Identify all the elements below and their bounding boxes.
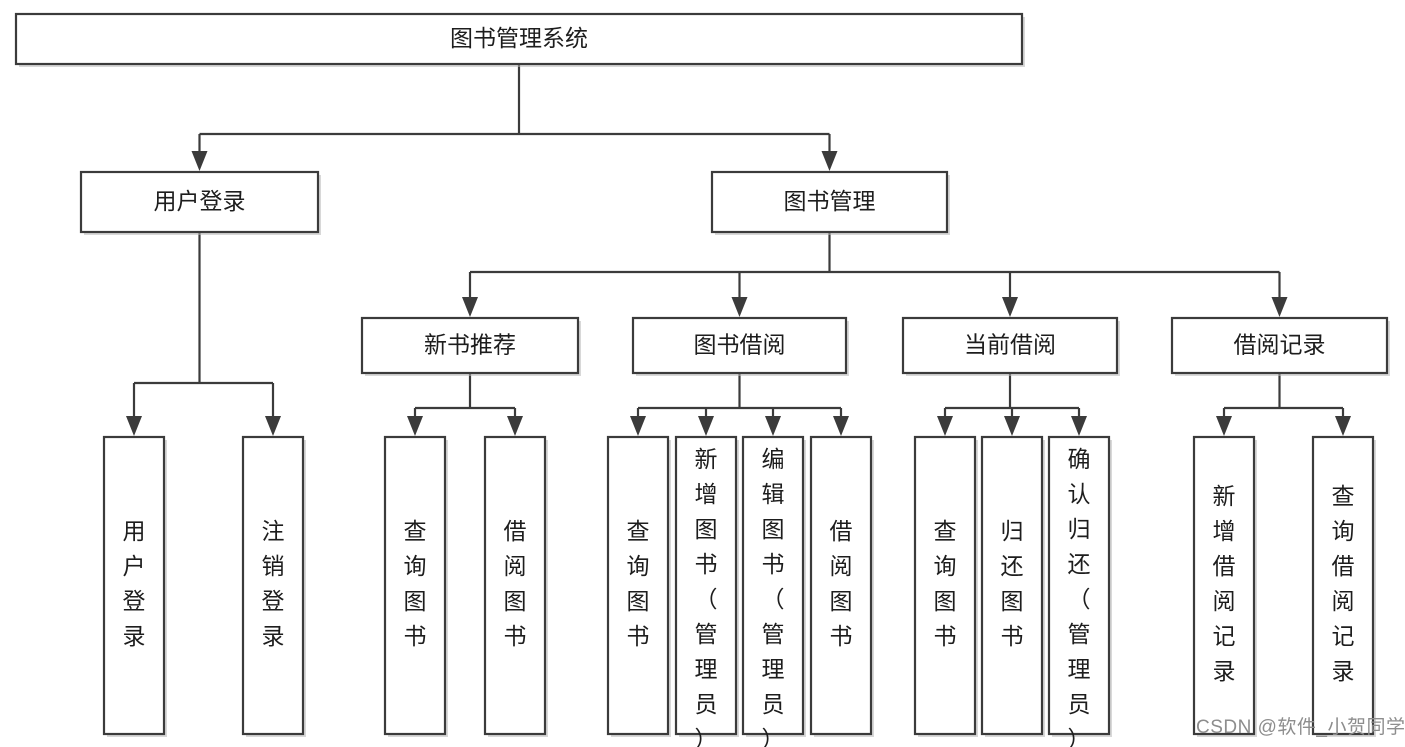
node-label: 用户登录 [123, 518, 146, 649]
node-label: 查询图书 [404, 518, 427, 649]
connector-edges-layer [126, 64, 1351, 436]
node-label: 当前借阅 [964, 332, 1056, 358]
node-label: 查询借阅记录 [1332, 483, 1355, 684]
edge-arrowhead [765, 416, 781, 436]
node-label: 查询图书 [627, 518, 650, 649]
edge-group [630, 373, 849, 436]
node-label: 用户登录 [154, 188, 246, 214]
node-user-login[interactable]: 用户登录 [79, 170, 321, 235]
node-label: 新增借阅记录 [1213, 483, 1236, 684]
edge-arrowhead [1216, 416, 1232, 436]
edge-arrowhead [698, 416, 714, 436]
node-leaf-query-book-3[interactable]: 查询图书 [913, 435, 978, 737]
node-leaf-add-record[interactable]: 新增借阅记录 [1192, 435, 1257, 737]
csdn-watermark: CSDN @软件_小贺同学 [1196, 716, 1405, 738]
node-leaf-borrow-book-2[interactable]: 借阅图书 [809, 435, 874, 737]
node-label: 借阅记录 [1234, 332, 1326, 358]
edge-group [191, 64, 838, 171]
edge-arrowhead [1002, 297, 1018, 317]
node-current-borrow[interactable]: 当前借阅 [901, 316, 1120, 376]
node-leaf-user-logout[interactable]: 注销登录 [241, 435, 306, 737]
edge-arrowhead [731, 297, 748, 317]
node-label: 图书借阅 [694, 332, 786, 358]
node-label: 确认归还（管理员） [1068, 446, 1091, 747]
node-label: 归还图书 [1001, 518, 1024, 649]
edge-arrowhead [630, 416, 646, 436]
node-book-management[interactable]: 图书管理 [710, 170, 950, 235]
node-label: 借阅图书 [830, 518, 853, 649]
node-label: 新书推荐 [424, 332, 516, 358]
edge-group [407, 373, 523, 436]
node-leaf-return-book[interactable]: 归还图书 [980, 435, 1045, 737]
edge-group [1216, 373, 1351, 436]
edge-arrowhead [1004, 416, 1020, 436]
edge-arrowhead [833, 416, 849, 436]
edge-arrowhead [126, 416, 142, 436]
edge-arrowhead [507, 416, 523, 436]
node-label: 图书管理系统 [450, 25, 588, 51]
edge-arrowhead [1335, 416, 1351, 436]
node-leaf-query-record[interactable]: 查询借阅记录 [1311, 435, 1376, 737]
edge-arrowhead [265, 416, 281, 436]
node-label: 新增图书（管理员） [695, 446, 718, 747]
node-label: 编辑图书（管理员） [762, 446, 785, 747]
node-leaf-confirm-return[interactable]: 确认归还（管理员） [1047, 435, 1112, 747]
edge-group [462, 232, 1288, 317]
node-leaf-borrow-book-1[interactable]: 借阅图书 [483, 435, 548, 737]
node-book-borrow[interactable]: 图书借阅 [631, 316, 849, 376]
edge-arrowhead [1271, 297, 1288, 317]
edge-arrowhead [937, 416, 953, 436]
node-leaf-edit-book[interactable]: 编辑图书（管理员） [741, 435, 806, 747]
node-label: 借阅图书 [504, 518, 527, 649]
node-leaf-user-login[interactable]: 用户登录 [102, 435, 167, 737]
edge-arrowhead [462, 297, 478, 317]
edge-group [126, 232, 281, 436]
node-borrow-record[interactable]: 借阅记录 [1170, 316, 1390, 376]
edge-group [937, 373, 1087, 436]
edge-arrowhead [407, 416, 423, 436]
edge-arrowhead [191, 151, 208, 171]
node-label: 注销登录 [262, 518, 285, 649]
edge-arrowhead [1071, 416, 1087, 436]
node-leaf-query-book-1[interactable]: 查询图书 [383, 435, 448, 737]
edge-arrowhead [821, 151, 838, 171]
node-root[interactable]: 图书管理系统 [14, 12, 1025, 67]
node-label: 查询图书 [934, 518, 957, 649]
node-leaf-query-book-2[interactable]: 查询图书 [606, 435, 671, 737]
node-leaf-add-book[interactable]: 新增图书（管理员） [674, 435, 739, 747]
node-boxes-layer: 图书管理系统用户登录图书管理新书推荐图书借阅当前借阅借阅记录用户登录注销登录查询… [14, 12, 1390, 747]
node-new-book-recommend[interactable]: 新书推荐 [360, 316, 581, 376]
node-label: 图书管理 [784, 188, 876, 214]
